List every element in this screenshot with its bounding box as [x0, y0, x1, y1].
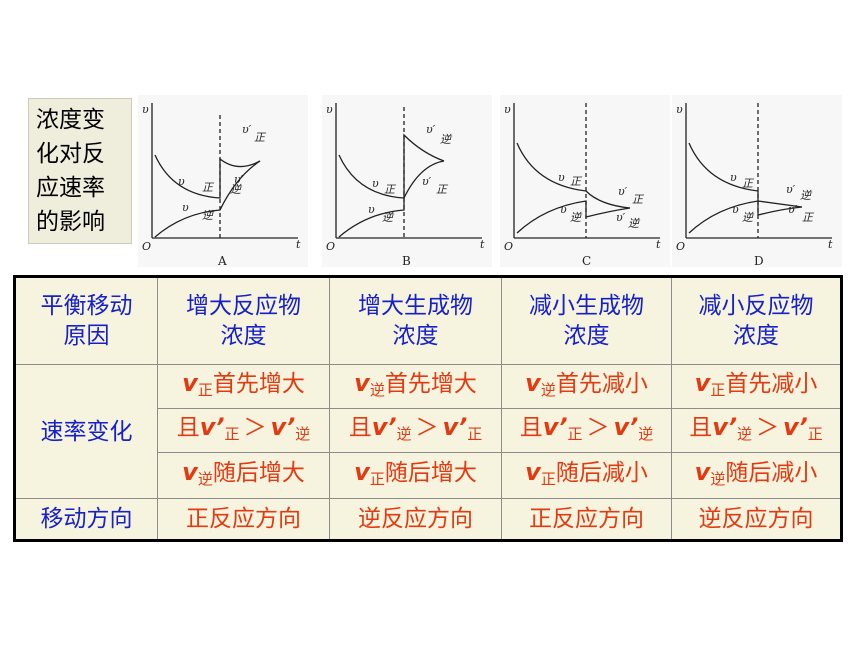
curve-label: υ′ [242, 123, 252, 136]
curve-label: υ′ [788, 203, 798, 216]
rate-cell: v逆随后增大 [157, 452, 330, 499]
table-header-row: 平衡移动 原因 增大反应物 浓度 增大生成物 浓度 减小生成物 浓度 减小反应物… [14, 276, 842, 365]
rate-graph-a: υ O t υ′ 正 υ 正 υ′ 逆 υ 逆 A [138, 95, 308, 267]
rate-cell: v正随后减小 [501, 452, 672, 499]
header-cell-decrease-reactant: 减小反应物 浓度 [671, 276, 842, 365]
side-label-line: 应速率 [36, 175, 105, 201]
side-label-line: 化对反 [36, 141, 105, 167]
rate-graph-b: υ O t υ′ 逆 υ 正 υ′ 正 υ 逆 B [322, 95, 492, 267]
curve-label-sub: 逆 [628, 217, 641, 230]
curve-label: υ [560, 203, 567, 216]
rate-cell: v逆随后减小 [671, 452, 842, 499]
curve-label-sub: 逆 [202, 209, 215, 222]
rate-change-label: 速率变化 [14, 364, 158, 499]
header-line: 减小反应物 [698, 293, 814, 319]
curve-label-sub: 逆 [742, 211, 755, 224]
curve-label-sub: 正 [202, 181, 215, 194]
axis-v-label: υ [142, 103, 149, 116]
curve-label-sub: 逆 [570, 211, 583, 224]
curve-label: υ [368, 203, 375, 216]
graph-caption: C [582, 254, 591, 267]
curve-label-sub: 正 [802, 211, 815, 224]
equilibrium-shift-table: 平衡移动 原因 增大反应物 浓度 增大生成物 浓度 减小生成物 浓度 减小反应物… [13, 275, 843, 542]
rate-cell: v逆首先减小 [501, 364, 672, 409]
axis-v-label: υ [676, 103, 683, 116]
header-line: 浓度 [563, 323, 610, 349]
axis-origin-label: O [504, 240, 513, 253]
curve-label: υ′ [422, 175, 432, 188]
header-line: 增大反应物 [186, 293, 301, 319]
graph-caption: B [402, 254, 411, 267]
axis-v-label: υ [326, 103, 333, 116]
direction-cell: 逆反应方向 [671, 498, 842, 541]
table-row: 速率变化 v正首先增大 v逆首先增大 v逆首先减小 v正首先减小 [14, 364, 842, 499]
curve-label-sub: 正 [436, 183, 449, 196]
header-cell-increase-reactant: 增大反应物 浓度 [157, 276, 330, 365]
axis-t-label: t [828, 238, 833, 251]
axis-t-label: t [480, 238, 485, 251]
header-cell-cause: 平衡移动 原因 [14, 276, 158, 365]
header-line: 平衡移动 [40, 293, 133, 319]
curve-label-sub: 逆 [800, 189, 813, 202]
curve-label: υ [732, 203, 739, 216]
rate-graph-d: υ O t υ 正 υ′ 逆 υ 逆 υ′ 正 D [672, 95, 842, 267]
concentration-effect-label: 浓度变 化对反 应速率 的影响 [28, 98, 132, 244]
curve-label: υ′ [786, 183, 796, 196]
side-label-line: 浓度变 [36, 107, 105, 133]
axis-v-label: υ [504, 103, 511, 116]
header-line: 浓度 [220, 323, 267, 349]
curve-label: υ [730, 171, 737, 184]
table-row: 移动方向 正反应方向 逆反应方向 正反应方向 逆反应方向 [14, 498, 842, 541]
curve-label-sub: 正 [570, 175, 583, 188]
header-line: 增大生成物 [358, 293, 473, 319]
table-row: 且v’正＞v’逆 且v’逆＞v’正 且v’正＞v’逆 且v’逆＞v’正 [15, 408, 842, 453]
rate-cell: v逆首先增大 [329, 364, 502, 409]
curve-label: υ [182, 201, 189, 214]
rate-compare-cell: 且v’逆＞v’正 [329, 408, 502, 453]
curve-label: υ [372, 177, 379, 190]
rate-graph-c: υ O t υ 正 υ′ 正 υ 逆 υ′ 逆 C [500, 95, 670, 267]
curve-label: υ′ [234, 173, 244, 186]
curve-label-sub: 正 [384, 183, 397, 196]
curve-label-sub: 逆 [440, 133, 453, 146]
curve-label-sub: 正 [742, 177, 755, 190]
rate-cell: v正首先减小 [671, 364, 842, 409]
direction-cell: 逆反应方向 [329, 498, 502, 541]
axis-origin-label: O [326, 240, 335, 253]
axis-t-label: t [296, 238, 301, 251]
curve-label-sub: 正 [632, 193, 645, 206]
graph-caption: D [754, 254, 764, 267]
curve-label: υ [558, 171, 565, 184]
axis-t-label: t [656, 238, 661, 251]
side-label-line: 的影响 [36, 209, 105, 235]
curve-label: υ [178, 175, 185, 188]
curve-label: υ′ [616, 211, 626, 224]
rate-cell: v正随后增大 [329, 452, 502, 499]
curve-label: υ′ [426, 123, 436, 136]
header-line: 原因 [63, 323, 110, 349]
rate-compare-cell: 且v’正＞v’逆 [157, 408, 330, 453]
direction-cell: 正反应方向 [157, 498, 330, 541]
rate-compare-cell: 且v’逆＞v’正 [671, 408, 842, 453]
rate-cell: v正首先增大 [157, 364, 330, 409]
curve-label-sub: 逆 [382, 211, 395, 224]
header-line: 减小生成物 [529, 293, 644, 319]
curve-label-sub: 正 [254, 131, 267, 144]
header-line: 浓度 [392, 323, 439, 349]
curve-label-sub: 逆 [230, 183, 243, 196]
header-cell-decrease-product: 减小生成物 浓度 [501, 276, 672, 365]
graph-caption: A [217, 254, 227, 267]
axis-origin-label: O [676, 240, 685, 253]
header-line: 浓度 [733, 323, 779, 349]
rate-compare-cell: 且v’正＞v’逆 [501, 408, 672, 453]
direction-cell: 正反应方向 [501, 498, 672, 541]
curve-label: υ′ [618, 185, 628, 198]
direction-label: 移动方向 [14, 498, 158, 541]
header-cell-increase-product: 增大生成物 浓度 [329, 276, 502, 365]
axis-origin-label: O [142, 240, 151, 253]
